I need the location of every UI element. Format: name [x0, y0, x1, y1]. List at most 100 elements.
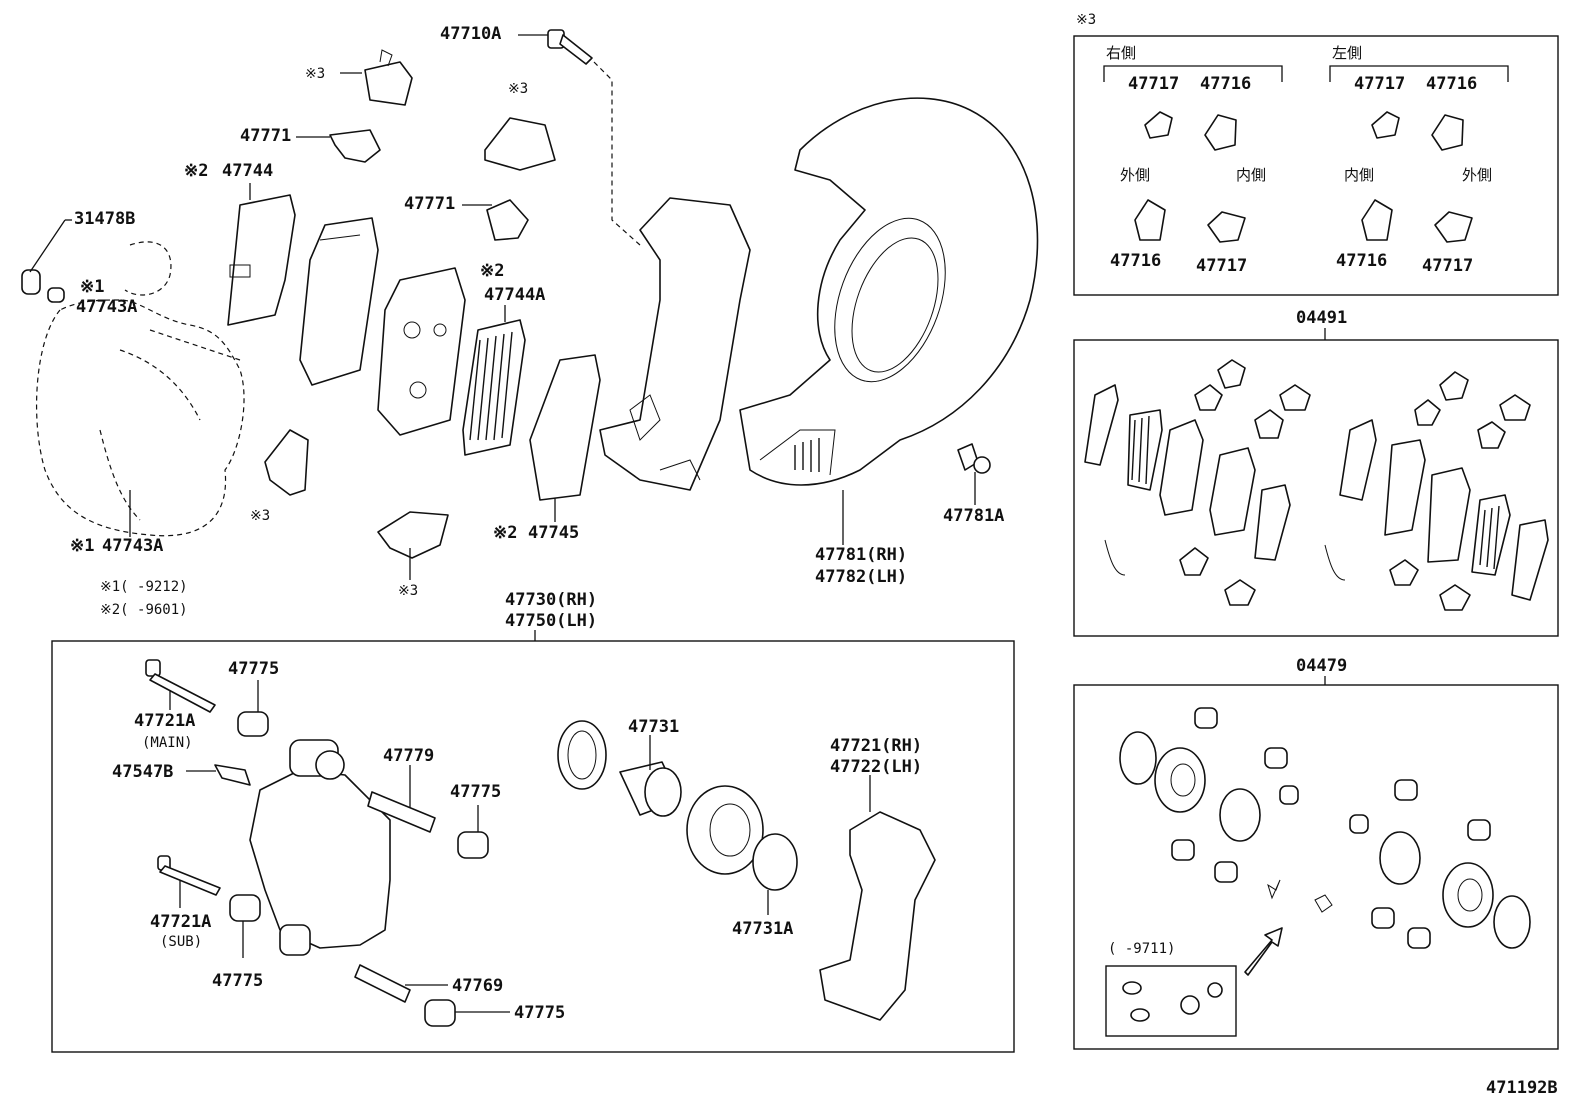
- label-47730: 47730(RH): [505, 590, 597, 610]
- boot-47775-d: [424, 999, 456, 1027]
- piston-47731: [619, 761, 682, 817]
- legend-47717-l: 47717: [1354, 74, 1405, 94]
- note-mark-1: ※1( -9212): [100, 579, 188, 595]
- boot-47775-b: [229, 894, 261, 922]
- legend-47717-l2: 47717: [1422, 256, 1473, 276]
- bolt-47781A: [957, 443, 991, 474]
- label-47743A-bottom: 47743A: [102, 536, 163, 556]
- label-47721: 47721(RH): [830, 736, 922, 756]
- label-47731A: 47731A: [732, 919, 793, 939]
- bleeder-47547B: [214, 764, 251, 786]
- dust-shield: [739, 97, 1039, 486]
- tag-sub: (SUB): [160, 934, 202, 950]
- bracket-47721: [819, 811, 936, 1021]
- kit-04491-box: [1073, 339, 1559, 637]
- label-47775-d: 47775: [514, 1003, 565, 1023]
- piston-seal: [557, 720, 607, 790]
- clip-lower-center: [377, 511, 449, 559]
- label-47775-a: 47775: [228, 659, 279, 679]
- label-47779: 47779: [383, 746, 434, 766]
- legend-clip-icons: [1134, 111, 1473, 243]
- caliper-assembly-box: [51, 640, 1015, 1053]
- label-47721A-main: 47721A: [134, 711, 195, 731]
- kit-subset-box: [1105, 965, 1237, 1037]
- label-47771-b: 47771: [404, 194, 455, 214]
- mark-2-47744: ※2: [184, 161, 208, 181]
- shim-47745: [529, 354, 601, 501]
- pin-47779: [367, 791, 436, 833]
- clip-lower-left: [264, 429, 309, 496]
- legend-47716-r: 47716: [1200, 74, 1251, 94]
- label-kit-04491: 04491: [1296, 308, 1347, 328]
- clip-top-47771-area: [364, 49, 413, 106]
- label-47775-c: 47775: [450, 782, 501, 802]
- pad-inner: [299, 217, 379, 386]
- shim-47744A: [462, 319, 526, 456]
- mark-3-panel: ※3: [1076, 12, 1096, 28]
- kit-04491-parts: [1084, 359, 1549, 611]
- label-47744: 47744: [222, 161, 273, 181]
- ring-47731A: [752, 833, 798, 891]
- clip-middle-top: [484, 117, 556, 171]
- label-47781: 47781(RH): [815, 545, 907, 565]
- label-31478B: 31478B: [74, 209, 135, 229]
- legend-47717-r: 47717: [1128, 74, 1179, 94]
- mark-2-47745: ※2: [493, 523, 517, 543]
- kit-04479-box: [1073, 684, 1559, 1050]
- clip-legend-box: [1073, 35, 1559, 296]
- legend-right-side: 右側: [1106, 44, 1136, 62]
- label-47750: 47750(LH): [505, 611, 597, 631]
- shim-47744: [227, 194, 296, 326]
- cap-31478B: [21, 269, 65, 303]
- legend-inner-l: 内側: [1344, 166, 1374, 184]
- mark-3-clip-d: ※3: [398, 583, 418, 599]
- label-47731: 47731: [628, 717, 679, 737]
- label-47710A: 47710A: [440, 24, 501, 44]
- label-47782: 47782(LH): [815, 567, 907, 587]
- note-mark-2: ※2( -9601): [100, 602, 188, 618]
- pad-outer: [377, 267, 466, 436]
- legend-left-side: 左側: [1332, 44, 1362, 62]
- legend-inner-r: 内側: [1236, 166, 1266, 184]
- pin-47769: [354, 964, 411, 1003]
- bolt-47721A-sub: [157, 855, 221, 896]
- label-47743A-top: 47743A: [76, 297, 137, 317]
- bolt-47710A: [547, 29, 593, 65]
- label-47547B: 47547B: [112, 762, 173, 782]
- legend-47716-l2: 47716: [1336, 251, 1387, 271]
- label-47769: 47769: [452, 976, 503, 996]
- mark-3-clip-b: ※3: [508, 81, 528, 97]
- diagram-id: 471192B: [1486, 1078, 1558, 1098]
- boot-47775-a: [237, 711, 269, 737]
- dust-boot: [686, 785, 764, 875]
- legend-47716-r2: 47716: [1110, 251, 1161, 271]
- clip-47771-b: [486, 199, 529, 241]
- legend-outer-l: 外側: [1462, 166, 1492, 184]
- kit-date-note: ( -9711): [1108, 941, 1175, 957]
- legend-outer-r: 外側: [1120, 166, 1150, 184]
- tag-main: (MAIN): [142, 735, 193, 751]
- boot-47775-c: [457, 831, 489, 859]
- bolt-47721A-main: [145, 659, 216, 713]
- clip-47771-a: [329, 129, 381, 163]
- mark-3-clip-a: ※3: [305, 66, 325, 82]
- label-47722: 47722(LH): [830, 757, 922, 777]
- mark-2-47744A: ※2: [480, 261, 504, 281]
- mark-3-clip-c: ※3: [250, 508, 270, 524]
- label-47721A-sub: 47721A: [150, 912, 211, 932]
- caliper-body-dashed: [35, 241, 245, 537]
- mark-1-prefix-bottom: ※1: [70, 536, 94, 556]
- label-47771-a: 47771: [240, 126, 291, 146]
- kit-subset-parts: [1122, 981, 1223, 1022]
- label-47744A: 47744A: [484, 285, 545, 305]
- legend-47716-l: 47716: [1426, 74, 1477, 94]
- label-47745: 47745: [528, 523, 579, 543]
- caliper-cylinder: [249, 739, 391, 956]
- label-47775-b: 47775: [212, 971, 263, 991]
- label-47781A: 47781A: [943, 506, 1004, 526]
- caliper-bracket: [599, 197, 751, 491]
- mark-1-prefix: ※1: [80, 277, 104, 297]
- legend-47717-r2: 47717: [1196, 256, 1247, 276]
